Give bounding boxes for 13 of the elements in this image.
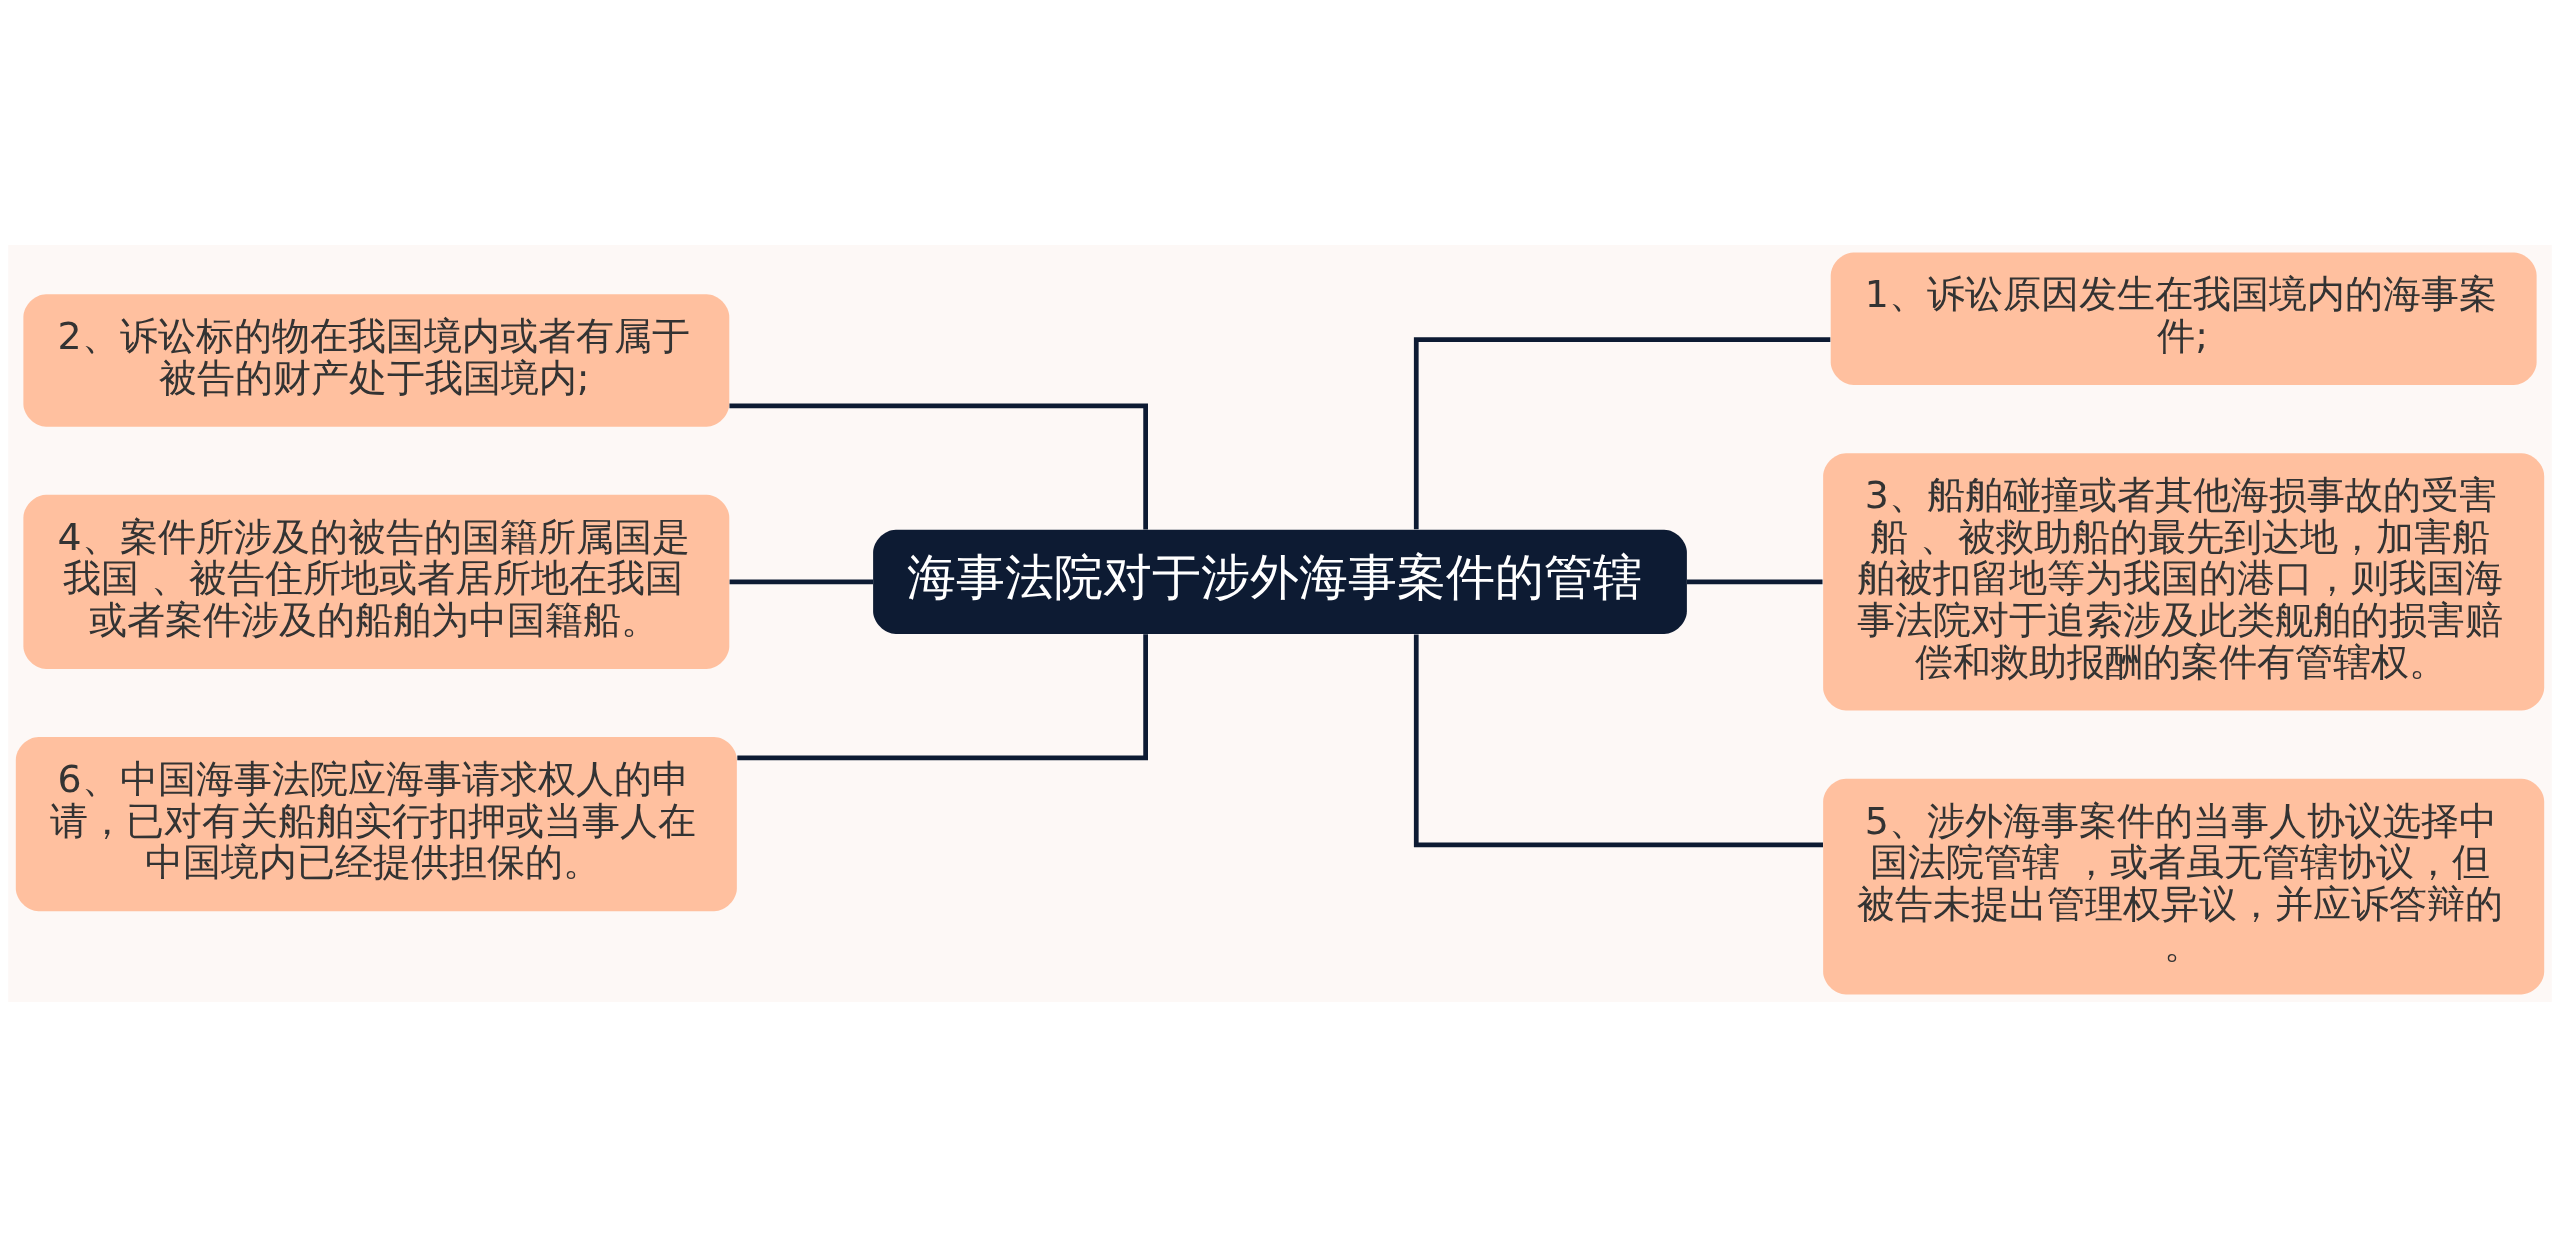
node-box: 1、诉讼原因发生在我国境内的海事案件; [1830, 252, 2537, 386]
node-box: 5、涉外海事案件的当事人协议选择中国法院管辖 ，或者虽无管辖协议，但被告未提出管理权异议，并应诉答辩的。 [1823, 778, 2545, 995]
connector [729, 579, 873, 585]
connector [1686, 579, 1823, 585]
connector [1413, 634, 1823, 848]
node-box: 3、船舶碰撞或者其他海损事故的受害船 、被救助船的最先到达地，加害船舶被扣留地等为我国的港口，则我国海事法院对于追索涉及此类舰舶的损害赔偿和救助报酬的案件有管辖权。 [1823, 453, 2545, 711]
node-box: 海事法院对于涉外海事案件的管辖 [873, 529, 1687, 634]
node-box: 2、诉讼标的物在我国境内或者有属于被告的财产处于我国境内; [23, 294, 730, 427]
connector [1413, 337, 1831, 530]
node-box: 6、中国海事法院应海事请求权人的申请，已对有关船舶实行扣押或当事人在中国境内已经提供担保的。 [15, 737, 737, 912]
node-box: 4、案件所涉及的被告的国籍所属国是我国 、被告住所地或者居所地在我国或者案件涉及的船舶为中国籍船。 [23, 494, 730, 669]
connector [737, 634, 1148, 761]
connector [729, 403, 1148, 530]
